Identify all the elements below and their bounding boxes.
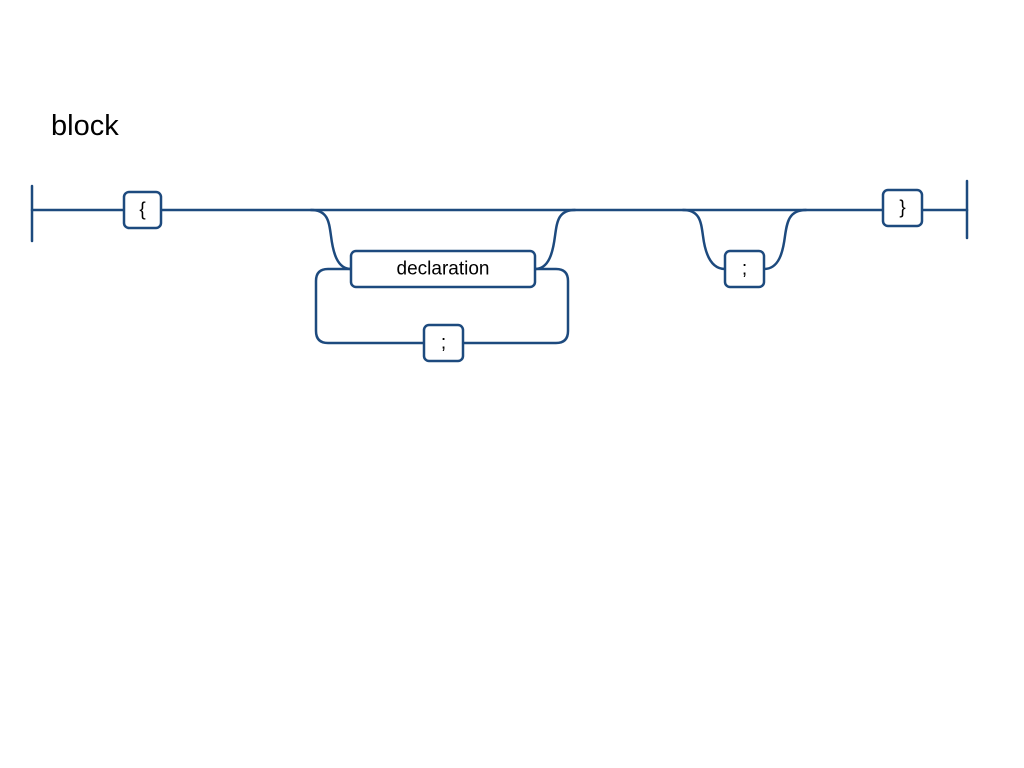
- terminal-separator-semicolon-box: [422, 323, 465, 363]
- terminal-open-brace: {: [122, 190, 163, 230]
- terminal-separator-semicolon: ;: [422, 323, 465, 363]
- terminal-close-brace: }: [881, 188, 924, 228]
- terminal-declaration-label: declaration: [397, 259, 490, 280]
- rail-lines: [30, 179, 969, 345]
- separator-loop: [314, 267, 570, 345]
- optional-branch-out: [762, 208, 808, 271]
- terminal-open-brace-box: [122, 190, 163, 230]
- terminal-optional-semicolon-label: ;: [742, 259, 747, 280]
- terminal-optional-semicolon: ;: [723, 249, 766, 289]
- terminal-open-brace-label: {: [139, 200, 146, 221]
- terminal-declaration: declaration: [349, 249, 537, 289]
- optional-branch-in: [681, 208, 727, 271]
- terminal-close-brace-box: [881, 188, 924, 228]
- terminal-separator-semicolon-label: ;: [441, 333, 446, 354]
- terminal-optional-semicolon-box: [723, 249, 766, 289]
- terminal-close-brace-label: }: [899, 198, 905, 219]
- terminal-declaration-box: [349, 249, 537, 289]
- diagram-title: block: [51, 110, 119, 142]
- declaration-branch-in: [309, 208, 353, 271]
- declaration-branch-out: [533, 208, 577, 271]
